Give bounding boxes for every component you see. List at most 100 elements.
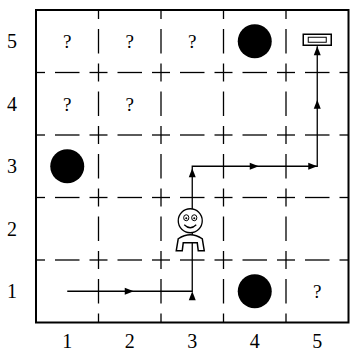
grid-dash [285,279,286,304]
grid-dash [98,126,99,135]
unknown-mark: ? [63,94,71,113]
grid-dash [285,92,286,117]
grid-dash [285,217,286,242]
grid-dash [160,251,161,260]
unknown-mark: ? [313,282,321,301]
grid-dash [286,259,295,260]
grid-dash [285,189,286,198]
grid-dash [160,260,161,269]
grid-dash [161,197,170,198]
column-number: 1 [62,331,72,351]
grid-dash [285,260,286,269]
grid-dash [36,259,45,260]
arrowhead [250,163,259,170]
grid-dash [286,197,295,198]
grid-dash [340,72,349,73]
grid-dash [340,134,349,135]
grid-dash [90,197,99,198]
grid-dash [223,279,224,304]
grid-dash [285,64,286,73]
grid-dash [305,259,330,260]
grid-dash [223,260,224,269]
grid-lines [36,10,349,323]
grid-dash [118,134,143,135]
grid-dash [243,259,268,260]
grid-dash [90,259,99,260]
grid-dash [305,197,330,198]
grid-dash [55,72,80,73]
grid-dash [224,259,233,260]
arrowhead [308,163,317,170]
grid-dash [118,197,143,198]
grid-dash [286,134,295,135]
row-number: 4 [7,94,17,114]
arrowhead [125,288,134,295]
grid-dash [285,198,286,207]
grid-dash [277,72,286,73]
grid-dash [160,314,161,323]
grid-dash [160,92,161,117]
row-number: 3 [7,156,17,176]
grid-dash [286,72,295,73]
agent-path [67,46,317,291]
grid-dash [152,72,161,73]
arrowhead [189,168,196,177]
grid-dash [243,134,268,135]
grid-dash [161,134,170,135]
grid-dash [160,126,161,135]
grid-dash [277,197,286,198]
grid-dash [118,72,143,73]
grid-dash [99,259,108,260]
grid-dash [285,73,286,82]
grid-dash [118,259,143,260]
grid-dash [285,251,286,260]
unknown-mark: ? [63,32,71,51]
grid-dash [215,259,224,260]
grid-dash [223,92,224,117]
grid-dash [223,29,224,54]
grid-dash [160,154,161,179]
grid-dash [223,135,224,144]
column-number: 2 [125,331,135,351]
grid-dash [55,259,80,260]
grid-dash [223,251,224,260]
grid-dash [224,134,233,135]
unknown-mark: ? [126,94,134,113]
grid-dash [98,198,99,207]
grid-dash [55,197,80,198]
grid-dash [98,29,99,54]
grid-dash [98,189,99,198]
grid-dash [277,259,286,260]
grid-dash [98,314,99,323]
grid-dash [98,64,99,73]
grid-dash [215,72,224,73]
grid-dash [277,134,286,135]
gold [303,34,331,45]
column-number: 5 [312,331,322,351]
grid-dash [223,64,224,73]
grid-dash [223,217,224,242]
pit [238,274,272,308]
grid-dash [223,189,224,198]
grid-dash [98,251,99,260]
grid-dash [180,134,205,135]
grid-border [36,10,349,323]
grid-dash [98,10,99,19]
grid-dash [160,189,161,198]
grid-dash [98,135,99,144]
grid-dash [36,72,45,73]
grid-dash [243,72,268,73]
grid-dash [215,197,224,198]
grid-dash [161,259,170,260]
grid-dash [223,198,224,207]
grid-dash [99,197,108,198]
grid-dash [90,134,99,135]
grid-dash [36,197,45,198]
grid-dash [99,72,108,73]
grid-dash [161,72,170,73]
grid-dash [340,259,349,260]
grid-dash [223,73,224,82]
row-number: 2 [7,219,17,239]
pit [50,149,84,183]
agent [176,209,204,251]
